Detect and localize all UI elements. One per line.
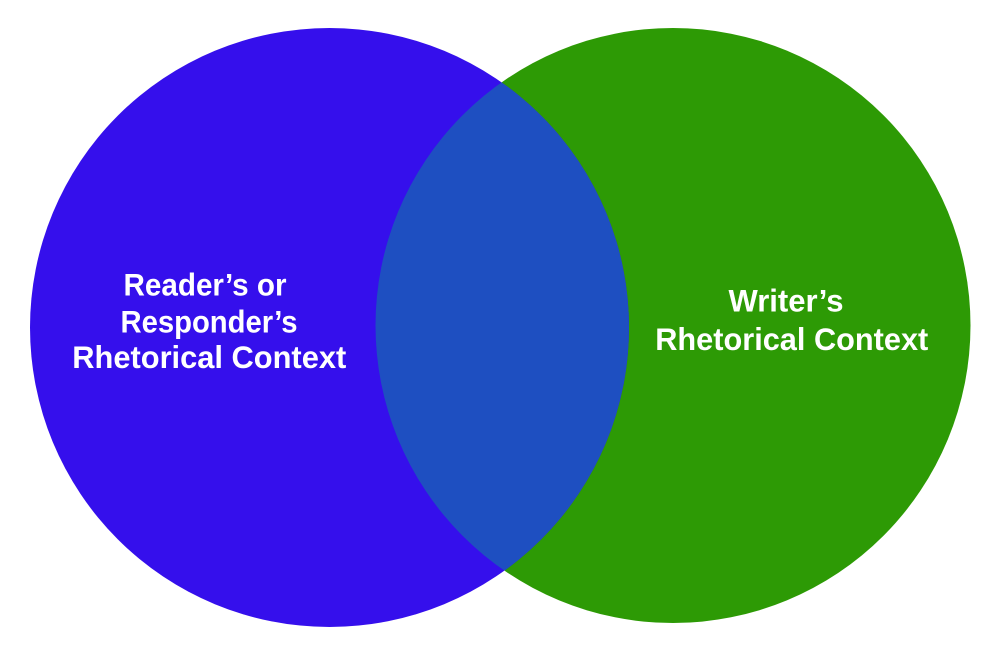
svg-text:Reader’s or: Reader’s or (124, 267, 287, 303)
svg-text:Rhetorical Context: Rhetorical Context (72, 339, 346, 375)
svg-text:Writer’s: Writer’s (729, 283, 844, 319)
svg-text:Responder’s: Responder’s (121, 304, 298, 340)
svg-text:Rhetorical Context: Rhetorical Context (655, 321, 928, 357)
